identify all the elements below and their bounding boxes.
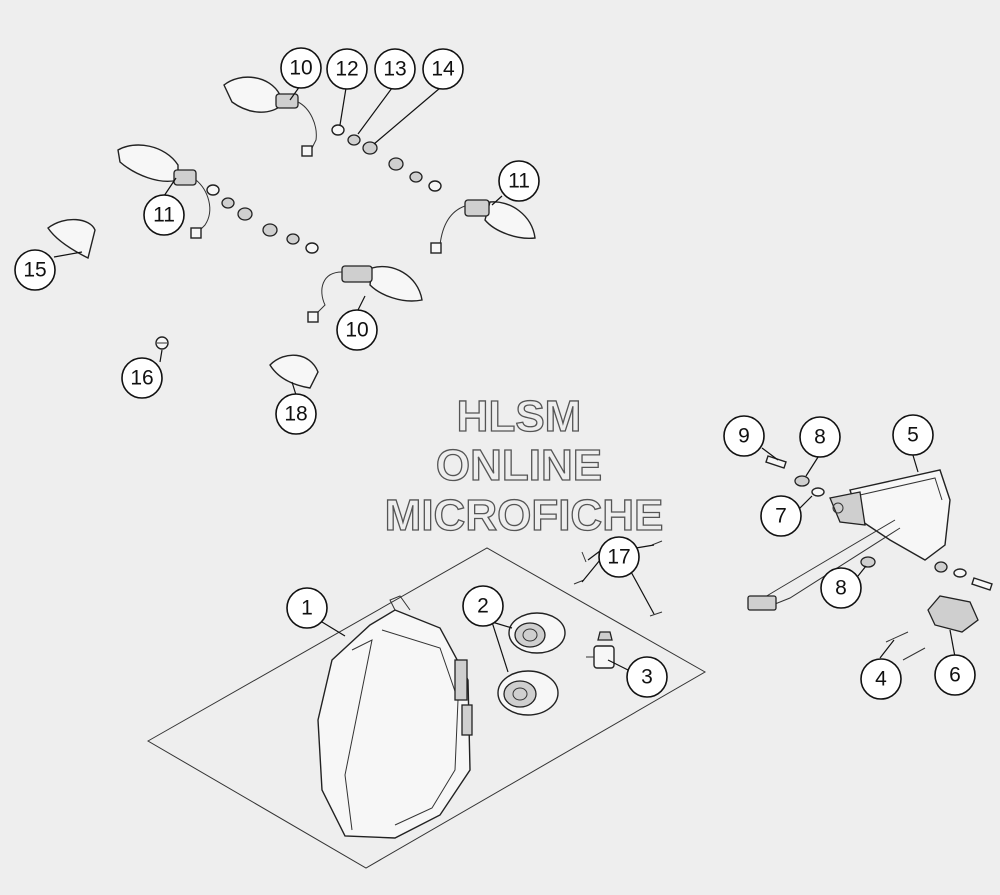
callout-16-label: 16 — [130, 367, 153, 390]
headlight-kit-outline — [146, 547, 707, 869]
callout-11-right-label: 11 — [508, 170, 530, 193]
callout-1: 1 — [286, 587, 328, 629]
turn-signal-front-left — [223, 76, 317, 157]
callout-5-label: 5 — [907, 424, 919, 447]
callout-10-upper: 10 — [280, 47, 322, 89]
lens-cover-15 — [47, 218, 96, 260]
callout-17-label: 17 — [607, 546, 630, 569]
callout-15: 15 — [14, 249, 56, 291]
bulb-holder-lower — [497, 670, 559, 716]
bulb-holder-upper — [508, 612, 566, 654]
callout-8-lower-label: 8 — [835, 577, 847, 600]
tail-light — [747, 469, 951, 611]
license-plate-light — [885, 595, 979, 661]
callout-8-upper: 8 — [799, 416, 841, 458]
callout-18-label: 18 — [284, 403, 307, 426]
turn-signal-rear-left — [117, 144, 211, 239]
callout-17: 17 — [598, 536, 640, 578]
callout-6-label: 6 — [949, 664, 961, 687]
callout-16: 16 — [121, 357, 163, 399]
callout-10-upper-label: 10 — [289, 57, 312, 80]
turn-signal-right-lower — [307, 265, 423, 323]
callout-14: 14 — [422, 48, 464, 90]
callout-3: 3 — [626, 656, 668, 698]
callout-1-label: 1 — [301, 597, 313, 620]
callout-5: 5 — [892, 414, 934, 456]
callout-2-label: 2 — [477, 595, 489, 618]
lens-18 — [269, 354, 319, 389]
callout-10-lower-label: 10 — [345, 319, 368, 342]
headlight-housing — [317, 595, 473, 839]
turn-signal-right-upper — [430, 199, 536, 254]
callout-9: 9 — [723, 415, 765, 457]
callout-13: 13 — [374, 48, 416, 90]
callout-15-label: 15 — [23, 259, 46, 282]
callout-2: 2 — [462, 585, 504, 627]
callout-12: 12 — [326, 48, 368, 90]
watermark-line-3: MICROFICHE — [385, 491, 664, 540]
callout-4: 4 — [860, 658, 902, 700]
callout-14-label: 14 — [431, 58, 455, 81]
callout-18: 18 — [275, 393, 317, 435]
callout-8-upper-label: 8 — [814, 426, 826, 449]
callout-9-label: 9 — [738, 425, 750, 448]
callout-11-left-label: 11 — [153, 204, 175, 227]
screw-16 — [155, 336, 169, 350]
tail-light-hardware — [765, 455, 993, 591]
callout-4-label: 4 — [875, 668, 887, 691]
callout-11-left: 11 — [143, 194, 185, 236]
signal-hardware — [206, 124, 442, 254]
callout-12-label: 12 — [335, 58, 358, 81]
watermark: HLSM ONLINE MICROFICHE — [384, 391, 664, 540]
callout-6: 6 — [934, 654, 976, 696]
watermark-line-1: HLSM — [457, 392, 582, 441]
callout-8-lower: 8 — [820, 567, 862, 609]
callout-7-label: 7 — [775, 505, 787, 528]
callout-3-label: 3 — [641, 666, 653, 689]
callout-11-right: 11 — [498, 160, 540, 202]
leader-lines — [53, 85, 956, 673]
callout-13-label: 13 — [383, 58, 406, 81]
callout-7: 7 — [760, 495, 802, 537]
callout-10-lower: 10 — [336, 309, 378, 351]
watermark-line-2: ONLINE — [436, 441, 602, 490]
headlight-bulb — [586, 631, 615, 669]
